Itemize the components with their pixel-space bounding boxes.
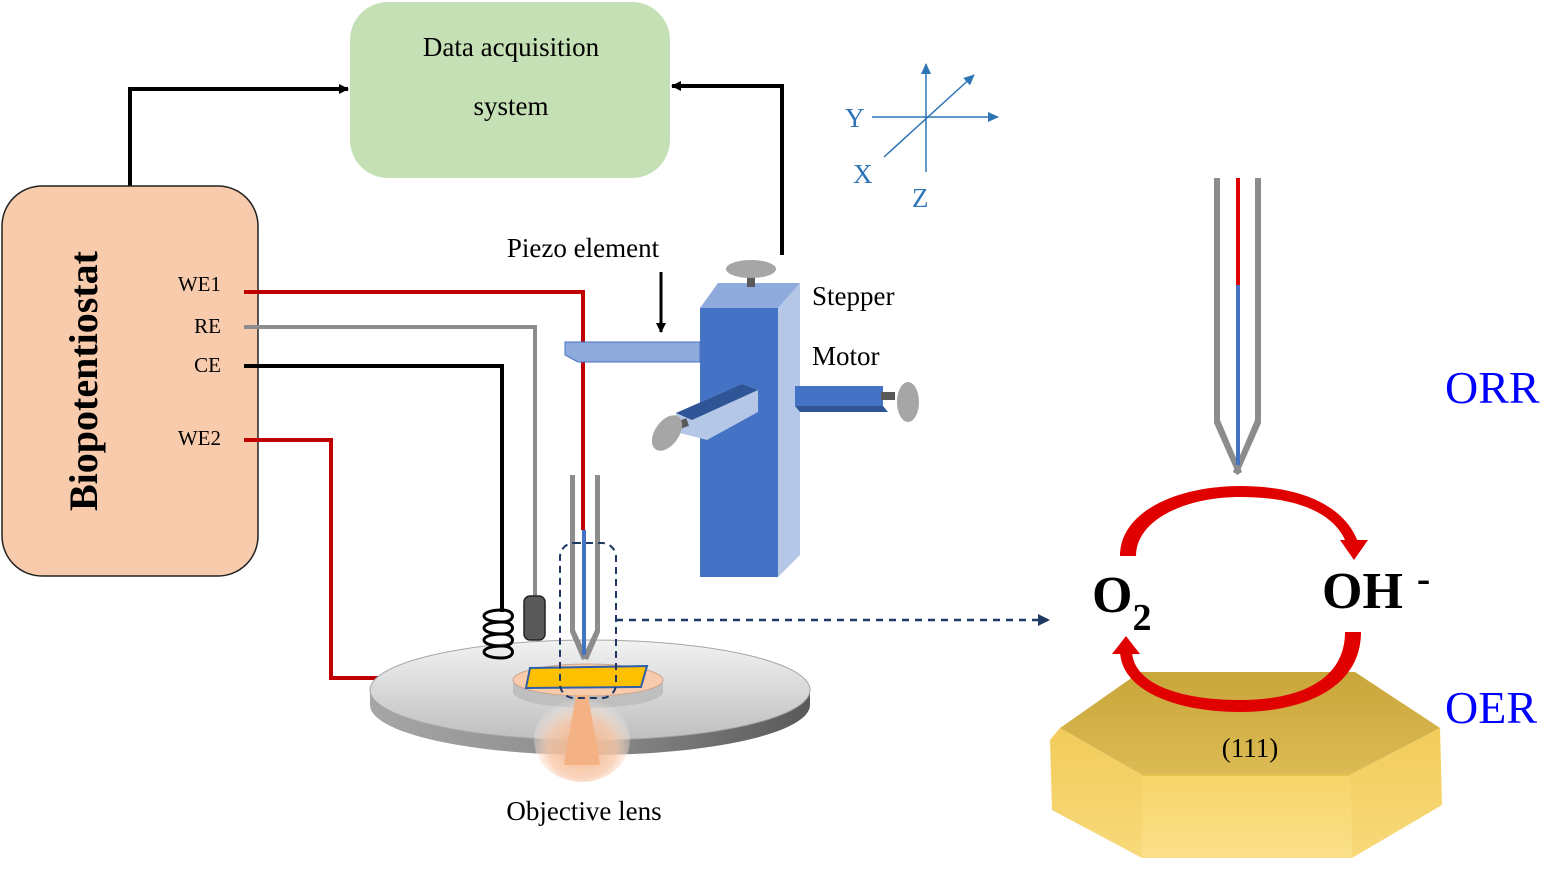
oer-label: OER: [1445, 682, 1537, 733]
motor-label: Motor: [812, 341, 880, 371]
re-wire: [244, 325, 537, 598]
daq-label-line1: Data acquisition: [423, 32, 600, 62]
axis-label-x: X: [853, 159, 873, 189]
reference-electrode: [523, 595, 546, 641]
port-label-we1: WE1: [178, 272, 221, 296]
xyz-axes: Y X Z: [845, 63, 999, 213]
stepper-label: Stepper: [812, 281, 894, 311]
biopotentiostat-box: Biopotentiostat WE1 RE CE WE2: [1, 185, 259, 577]
orr-cycle-arrow: [1120, 486, 1368, 560]
o2-species: O2: [1092, 567, 1151, 639]
counter-electrode-coil: [482, 608, 514, 660]
gold-substrate: [524, 664, 649, 690]
objective-lens-beam: [534, 695, 630, 782]
crystal-facet-label: (111): [1222, 733, 1278, 763]
probe-tip-zoom: [1214, 178, 1261, 475]
potentiostat-to-daq-arrow: [128, 84, 349, 186]
objective-lens-label: Objective lens: [506, 796, 661, 826]
port-label-we2: WE2: [178, 426, 221, 450]
biopotentiostat-title: Biopotentiostat: [61, 250, 106, 511]
axis-label-y: Y: [845, 103, 865, 133]
piezo-element-label: Piezo element: [507, 233, 660, 263]
ce-wire: [244, 364, 504, 612]
oer-cycle-arrow: [1112, 632, 1361, 712]
probe-tip-setup: [570, 475, 600, 660]
port-label-re: RE: [194, 314, 221, 338]
port-label-ce: CE: [194, 353, 221, 377]
stepper-to-daq-arrow: [671, 81, 784, 255]
hydroxide-species: OH-: [1322, 556, 1430, 620]
orr-label: ORR: [1445, 362, 1540, 413]
axis-label-z: Z: [912, 183, 929, 213]
stepper-motor-assembly: [564, 260, 919, 577]
daq-label-line2: system: [473, 91, 548, 121]
data-acquisition-system-box: Data acquisition system: [350, 2, 670, 178]
gold-111-crystal: [1050, 672, 1442, 858]
we1-wire: [244, 290, 585, 530]
